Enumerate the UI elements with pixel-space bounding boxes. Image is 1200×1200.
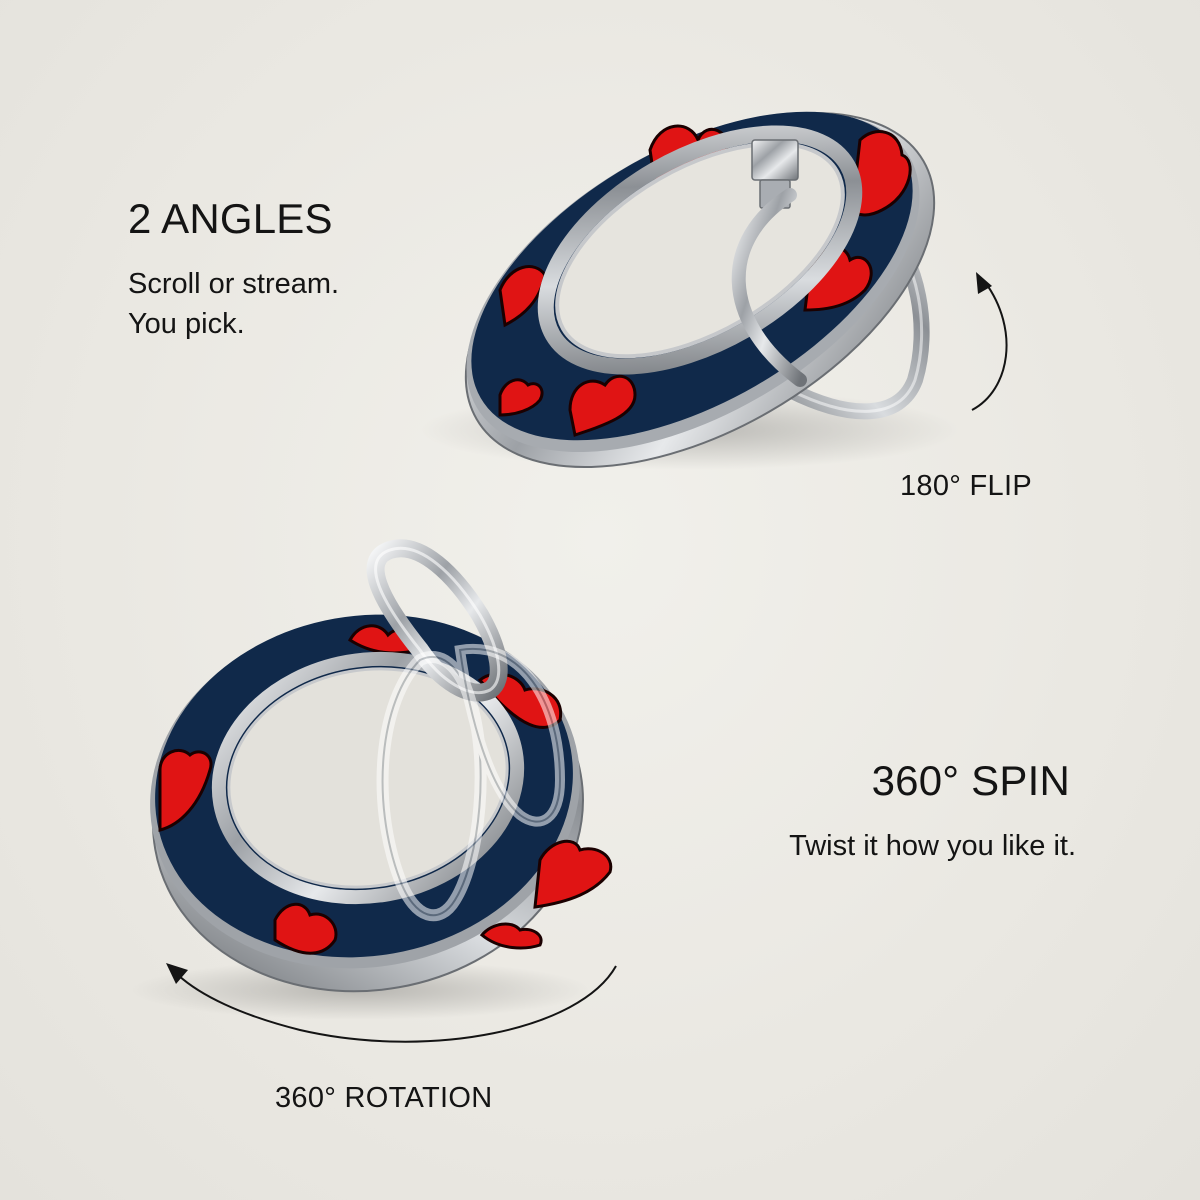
ring-holder-spin-view xyxy=(130,539,613,1020)
rotation-motion-label: 360° ROTATION xyxy=(275,1082,493,1114)
angles-description-line: Scroll or stream. xyxy=(128,268,340,300)
ring-holder-flip-view xyxy=(420,111,960,470)
curved-up-arrow-icon xyxy=(971,272,1008,411)
angles-description-line: You pick. xyxy=(128,308,245,340)
stand-loop xyxy=(366,539,508,702)
spin-feature-title: 360° SPIN xyxy=(871,757,1070,804)
flip-motion-label: 180° FLIP xyxy=(900,470,1032,502)
rotation-ghost-loops xyxy=(376,643,566,922)
angles-feature-title: 2 ANGLES xyxy=(128,195,333,242)
angles-feature-description: Scroll or stream. You pick. xyxy=(128,264,508,344)
spin-feature-description: Twist it how you like it. xyxy=(789,830,1076,862)
hinge xyxy=(751,139,799,209)
curved-left-arrow-icon xyxy=(166,963,617,1043)
